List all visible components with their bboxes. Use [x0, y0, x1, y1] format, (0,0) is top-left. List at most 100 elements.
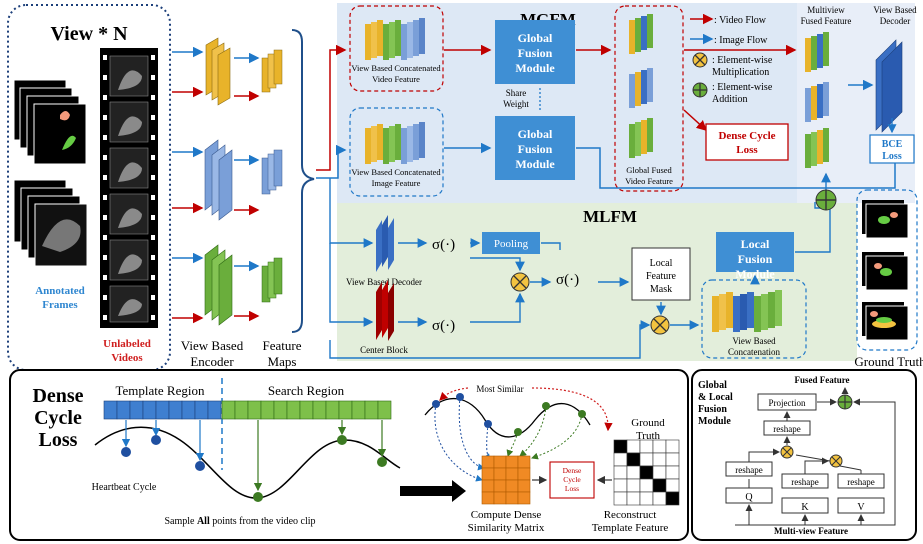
- reshape-label-v: reshape: [847, 477, 874, 487]
- feature-brace: [291, 29, 315, 333]
- big-arrow: [400, 480, 466, 502]
- center-block-label: Center Block: [360, 345, 408, 355]
- encoder-input-arrows: [172, 46, 260, 324]
- pooling-box: [482, 232, 540, 254]
- template-region-label: Template Region: [116, 383, 205, 398]
- k-box: [781, 497, 829, 514]
- glf-mult-2: [829, 454, 843, 468]
- image-concat-feature: [365, 122, 425, 164]
- sigma-bottom: σ(·): [432, 318, 455, 334]
- annotated-frames-image: [13, 79, 88, 267]
- legend-video-flow: : Video Flow: [714, 15, 767, 26]
- fused-feature-label: Fused Feature: [794, 375, 849, 385]
- v-box: [837, 497, 885, 514]
- view-title: View * N: [50, 23, 128, 45]
- bce-loss-box: [869, 134, 915, 164]
- similarity-curve: [424, 398, 591, 438]
- global-fused-feature: [629, 14, 653, 158]
- legend: : Video Flow : Image Flow : Element-wise…: [690, 13, 773, 105]
- similarity-links: [434, 396, 583, 482]
- glf-arrows: [735, 387, 896, 526]
- right-decoder: [875, 39, 903, 133]
- mlfm-arrows: [329, 172, 831, 359]
- dense-cycle-loss-box: [705, 123, 789, 161]
- encoder-yellow: [205, 37, 231, 106]
- mlfm-decoder: [376, 215, 394, 272]
- mlfm-title: MLFM: [583, 207, 637, 226]
- v-label: V: [857, 502, 865, 513]
- gt-matrix: [613, 439, 680, 506]
- view-concat-feature: [712, 290, 782, 332]
- most-similar-label: Most Similar: [476, 384, 523, 394]
- mlfm-mult-1: [510, 272, 530, 292]
- local-mask-box: [631, 247, 691, 301]
- reshape-label-top: reshape: [773, 424, 800, 434]
- feature-map-yellow: [261, 49, 283, 93]
- search-cells: [221, 400, 392, 420]
- mlfm-decoder-label: View Based Decoder: [346, 277, 422, 287]
- legend-image-flow: : Image Flow: [714, 35, 768, 46]
- sample-arrows: [121, 420, 387, 492]
- view-panel: View * N: [7, 4, 171, 371]
- multiview-feature-label: Multi-view Feature: [774, 526, 848, 536]
- sample-label: Sample All points from the video clip: [164, 516, 315, 527]
- template-cells: [103, 400, 222, 420]
- feature-map-green: [261, 257, 283, 303]
- search-region-label: Search Region: [268, 383, 345, 398]
- mgfm-arrows: [316, 44, 896, 189]
- pooling-label: Pooling: [494, 238, 529, 250]
- feature-map-blue: [261, 149, 283, 195]
- similarity-matrix: [481, 455, 531, 505]
- heartbeat-label: Heartbeat Cycle: [92, 482, 157, 493]
- projection-box: [757, 393, 817, 411]
- encoder-blue: [204, 139, 233, 221]
- dcl-loss-box: [549, 461, 595, 499]
- global-fusion-module-bottom: [495, 116, 575, 180]
- global-fusion-module-top: [495, 20, 575, 84]
- multiview-fused-feature: [805, 32, 829, 168]
- mlfm-mult-2: [650, 315, 670, 335]
- glf-add-node: [837, 394, 853, 410]
- similarity-points: [432, 393, 586, 436]
- k-label: K: [801, 502, 809, 513]
- projection-label: Projection: [769, 398, 806, 408]
- reshape-label-q: reshape: [735, 465, 762, 475]
- video-film-strip: [100, 48, 158, 328]
- sigma-top: σ(·): [432, 237, 455, 253]
- ground-truth-stack: Ground Truth: [854, 189, 923, 369]
- center-block: [376, 280, 394, 341]
- video-concat-feature: [365, 18, 425, 60]
- q-label: Q: [745, 492, 753, 503]
- addition-node: [815, 189, 837, 211]
- glf-mult-1: [780, 445, 794, 459]
- mlfm-panel: MLFM View Based Decoder Center Block σ(·…: [329, 172, 857, 361]
